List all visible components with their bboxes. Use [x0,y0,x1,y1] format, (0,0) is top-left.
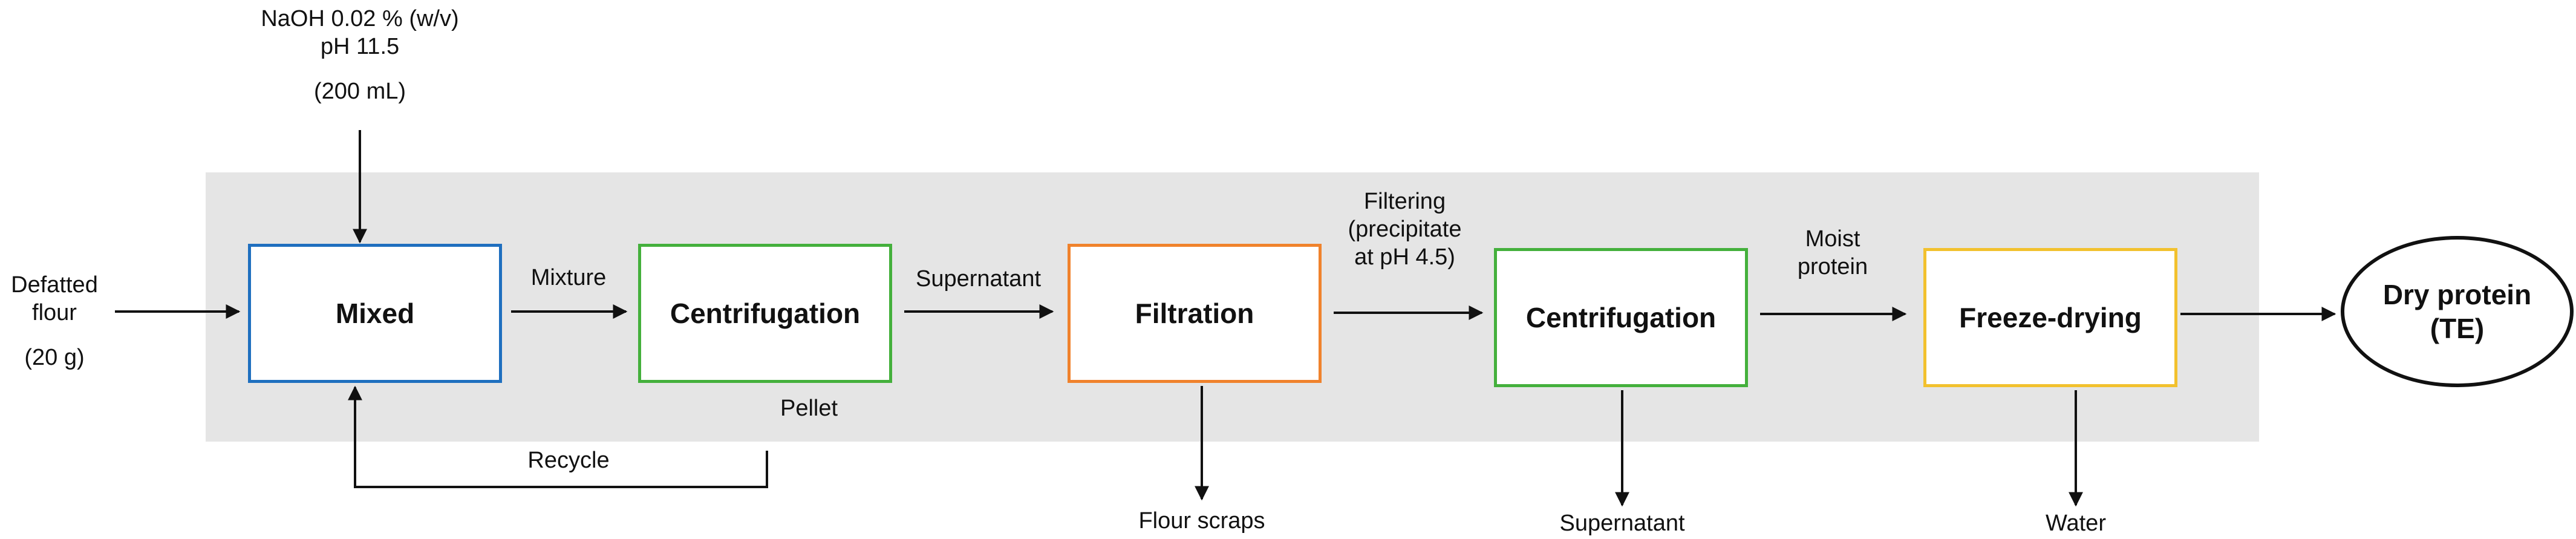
naoh-line-1: NaOH 0.02 % (w/v) [261,6,459,31]
flour-scraps-label: Flour scraps [1138,508,1265,534]
naoh-label: NaOH 0.02 % (w/v) pH 11.5 (200 mL) [242,5,478,105]
naoh-line-3: (200 mL) [313,79,406,104]
arrow-recycle-pellet-to-mixed [348,385,768,488]
flour-label: Defatted flour (20 g) [0,271,109,371]
supernatant-edge-label: Supernatant [915,266,1042,292]
flour-line-1: Defatted [11,272,98,298]
naoh-line-2: pH 11.5 [320,34,400,59]
filtering-line-1: Filtering [1363,189,1446,214]
filtering-line-3: at pH 4.5) [1354,244,1455,270]
filtration-box-label: Filtration [1135,298,1254,329]
centrifugation-box-1-label: Centrifugation [670,298,861,329]
dry-protein-line-1: Dry protein [2382,279,2532,310]
centrifugation-box-2: Centrifugation [1494,248,1748,387]
filtering-line-2: (precipitate [1348,217,1462,242]
mixture-label: Mixture [530,265,607,290]
filtration-box: Filtration [1068,244,1322,383]
supernatant-output-label: Supernatant [1559,511,1685,536]
water-label: Water [2046,511,2106,536]
moist-protein-line-1: Moist [1805,226,1860,252]
flour-line-3: (20 g) [24,345,85,370]
freeze-drying-box: Freeze-drying [1923,248,2177,387]
flour-line-2: flour [32,300,77,325]
dry-protein-node: Dry protein (TE) [2341,236,2574,387]
moist-protein-line-2: protein [1797,254,1868,279]
dry-protein-line-2: (TE) [2430,313,2485,344]
pellet-label: Pellet [780,396,838,421]
mixed-box-label: Mixed [335,298,415,329]
freeze-drying-box-label: Freeze-drying [1959,302,2142,333]
centrifugation-box-1: Centrifugation [638,244,892,383]
filtering-label: Filtering (precipitate at pH 4.5) [1325,188,1485,271]
moist-protein-label: Moist protein [1778,225,1887,281]
mixed-box: Mixed [248,244,502,383]
recycle-label: Recycle [527,448,610,473]
centrifugation-box-2-label: Centrifugation [1525,302,1717,333]
